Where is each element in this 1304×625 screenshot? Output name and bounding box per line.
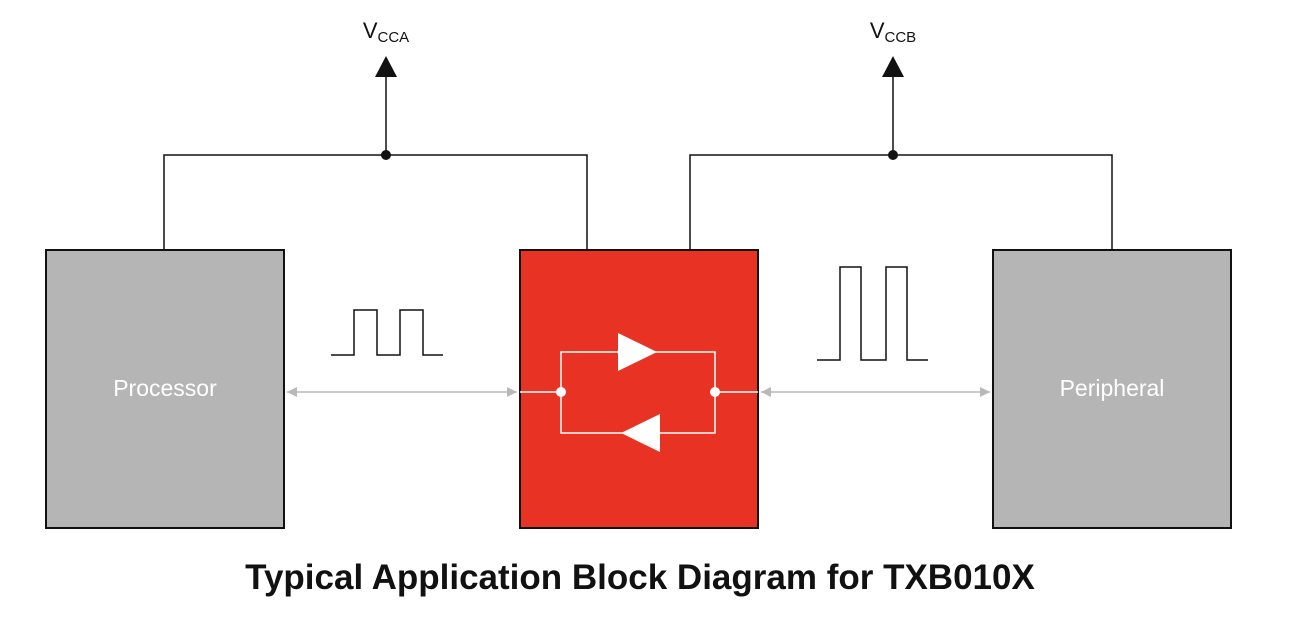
b-port-node	[710, 387, 720, 397]
vccb-arrow-icon	[882, 56, 904, 77]
peripheral-block	[992, 249, 1232, 529]
buffer-right-icon	[618, 333, 657, 371]
vcca-arrow-icon	[375, 56, 397, 77]
translator-block	[519, 249, 759, 529]
vccb-label: VCCB	[870, 18, 916, 46]
vccb-supply-net	[689, 74, 1113, 249]
vcca-label: VCCA	[363, 18, 409, 46]
a-port-node	[556, 387, 566, 397]
buffer-left-icon	[621, 414, 660, 452]
vccb-junction-dot	[888, 150, 898, 160]
diagram-caption: Typical Application Block Diagram for TX…	[245, 558, 1035, 597]
vcca-junction-dot	[381, 150, 391, 160]
high-voltage-pulse-waveform	[817, 266, 928, 361]
vcca-supply-net	[163, 74, 588, 249]
processor-block	[45, 249, 285, 529]
processor-label: Processor	[113, 375, 217, 401]
peripheral-label: Peripheral	[1060, 375, 1165, 401]
low-voltage-pulse-waveform	[331, 309, 443, 356]
